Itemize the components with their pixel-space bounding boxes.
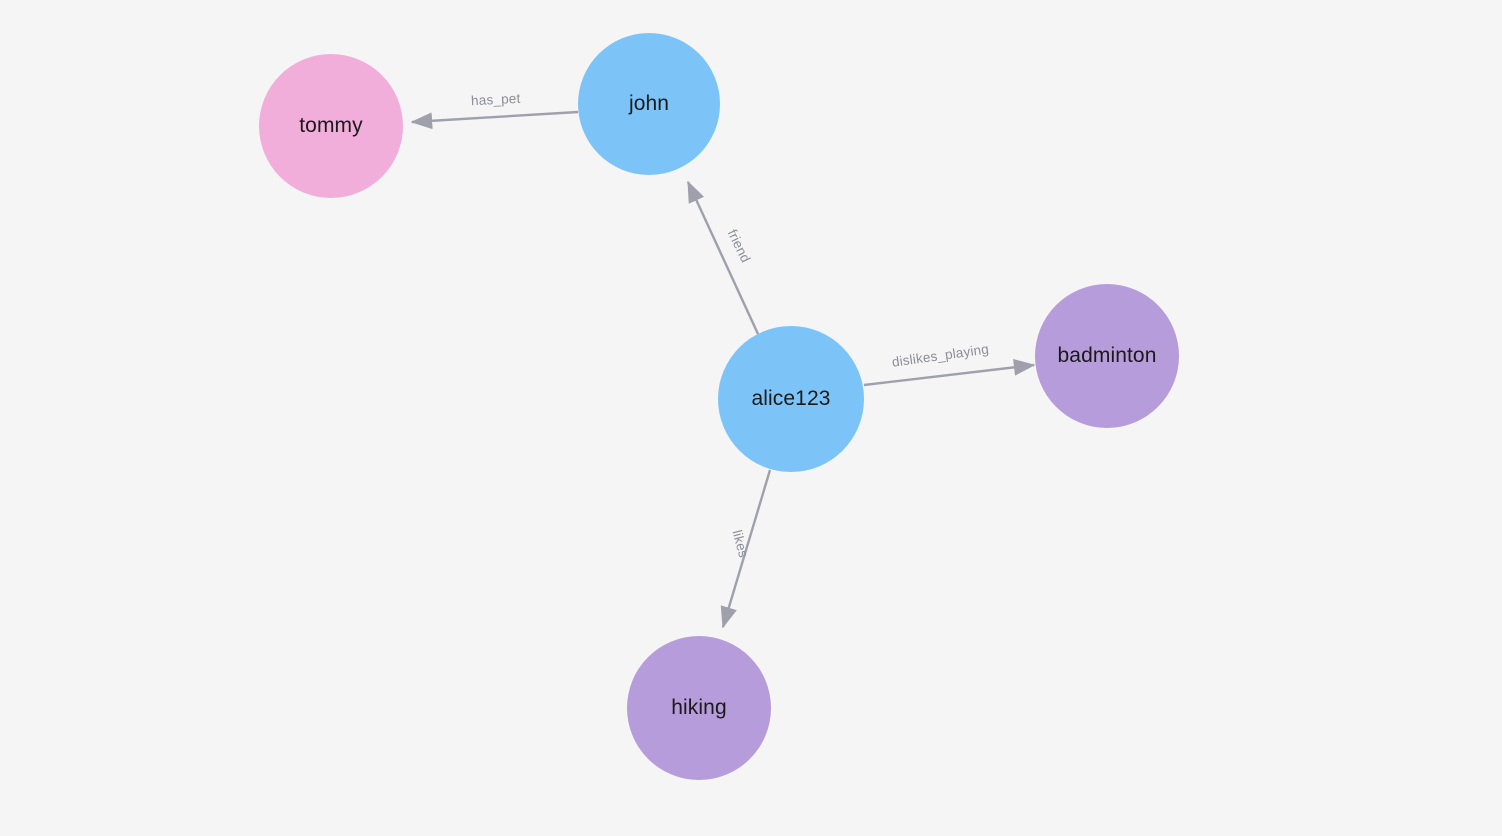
edge-likes[interactable]: likes [720, 469, 772, 629]
edge-friend[interactable]: friend [686, 180, 760, 335]
edge-label-friend: friend [725, 227, 754, 265]
graph-node-tommy[interactable]: tommy [259, 54, 403, 198]
edge-label-likes: likes [729, 528, 751, 559]
edge-dislikes-playing[interactable]: dislikes_playing [863, 341, 1036, 387]
graph-node-badminton[interactable]: badminton [1035, 284, 1179, 428]
edge-label-dislikes-playing: dislikes_playing [891, 341, 990, 369]
node-label-badminton: badminton [1057, 344, 1157, 367]
edge-line-likes [720, 469, 772, 629]
graph-node-hiking[interactable]: hiking [627, 636, 771, 780]
graph-node-john[interactable]: john [578, 33, 720, 175]
node-label-alice123: alice123 [751, 387, 831, 410]
edge-line-friend [686, 180, 760, 335]
edge-has-pet[interactable]: has_pet [410, 91, 579, 130]
node-label-john: john [628, 92, 670, 115]
node-label-hiking: hiking [671, 696, 727, 719]
edge-label-has-pet: has_pet [471, 91, 521, 109]
graph-node-alice123[interactable]: alice123 [718, 326, 864, 472]
edge-line-dislikes-playing [863, 359, 1036, 387]
node-label-tommy: tommy [299, 114, 363, 137]
edge-line-has-pet [410, 110, 579, 130]
